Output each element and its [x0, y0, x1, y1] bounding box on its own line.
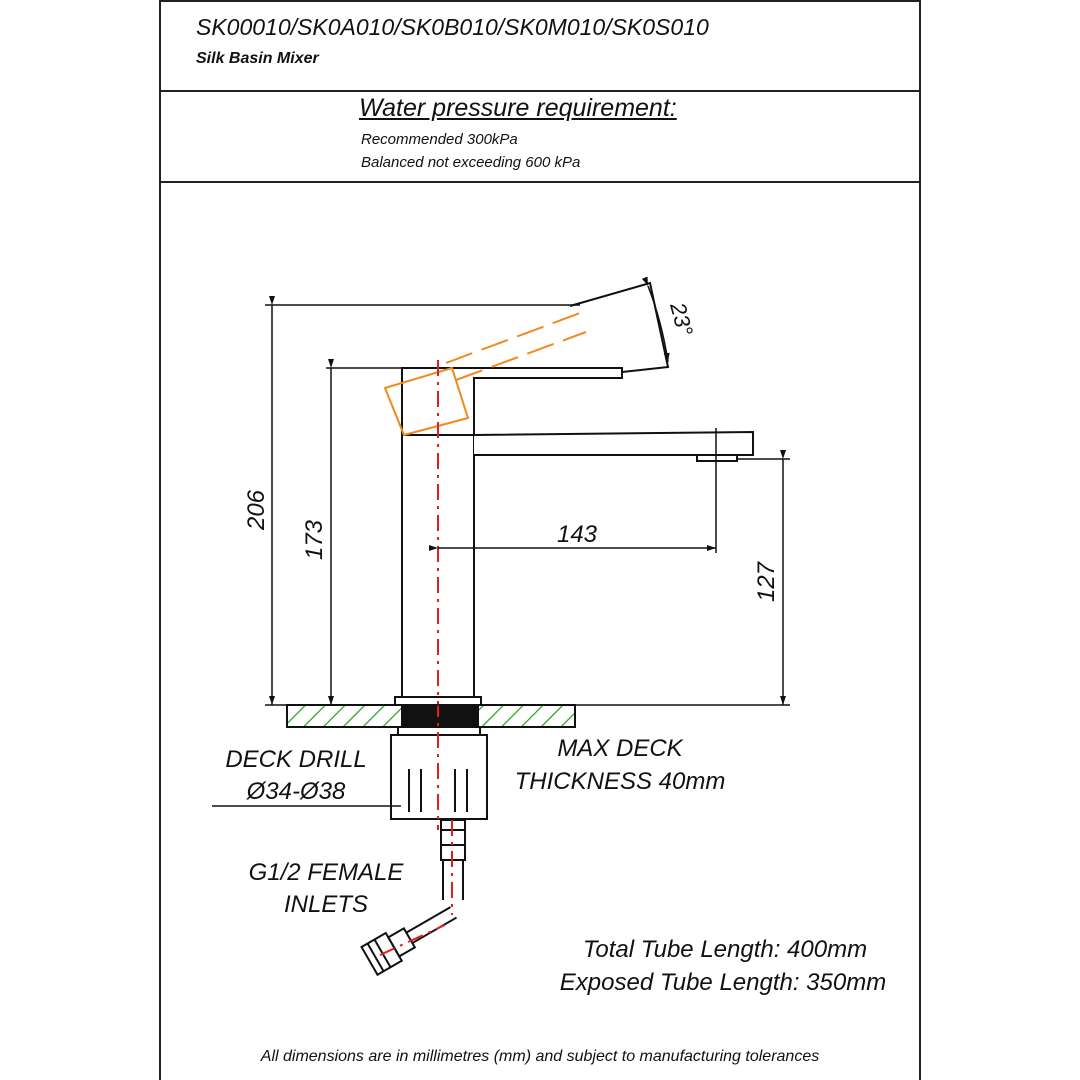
dim-127-label: 127 — [753, 560, 780, 602]
pressure-recommended: Recommended 300kPa — [361, 131, 518, 148]
deck-drill-size: Ø34-Ø38 — [246, 778, 346, 805]
footer-note: All dimensions are in millimetres (mm) a… — [260, 1048, 819, 1065]
handle-open — [569, 281, 670, 373]
deck-section — [286, 704, 576, 728]
dim-overall-height — [265, 296, 600, 706]
exposed-tube-length: Exposed Tube Length: 350mm — [560, 969, 886, 996]
dim-spout-reach — [429, 428, 717, 553]
centerline — [379, 360, 453, 956]
pressure-block — [159, 92, 921, 183]
inlet-fitting — [360, 906, 458, 977]
dim-206-label: 206 — [243, 489, 270, 531]
dim-body-height — [326, 359, 402, 705]
dim-spout-clearance — [600, 450, 790, 706]
dim-23-label: 23° — [665, 299, 698, 339]
max-deck-label: MAX DECK — [557, 735, 683, 762]
valve-body — [390, 726, 488, 900]
handle-open-outline — [383, 312, 587, 437]
max-deck-thickness: THICKNESS 40mm — [515, 768, 726, 795]
inlets-label: G1/2 FEMALE — [249, 859, 405, 886]
deck-drill-label: DECK DRILL — [225, 746, 366, 773]
total-tube-length: Total Tube Length: 400mm — [583, 936, 867, 963]
pressure-balanced: Balanced not exceeding 600 kPa — [361, 154, 581, 171]
model-codes: SK00010/SK0A010/SK0B010/SK0M010/SK0S010 — [196, 14, 709, 40]
dim-173-label: 173 — [301, 519, 328, 560]
drawing-sheet — [159, 0, 921, 1080]
dim-handle-angle — [641, 276, 670, 363]
inlets-sublabel: INLETS — [284, 891, 368, 918]
dim-143-label: 143 — [557, 521, 598, 548]
pressure-heading: Water pressure requirement: — [359, 94, 677, 122]
product-name: Silk Basin Mixer — [196, 50, 319, 67]
title-block — [159, 0, 921, 92]
